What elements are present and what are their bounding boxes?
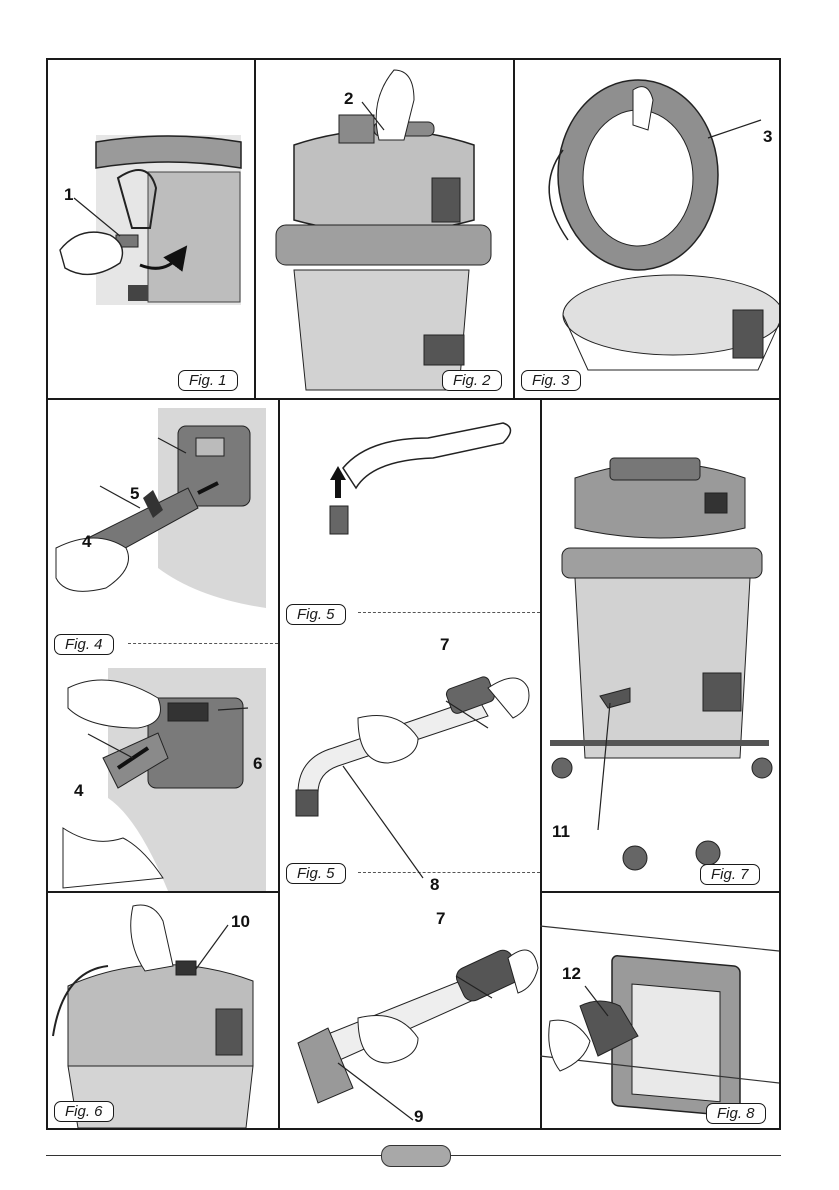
fig5a-brush [330, 506, 348, 534]
fig4a-socket-button [196, 438, 224, 456]
fig1-tank-side [148, 172, 240, 302]
callout-2: 2 [344, 90, 353, 108]
fig7-label: Fig. 7 [700, 864, 760, 885]
fig5b-leader-8 [343, 766, 423, 878]
fig5c-hand-right [508, 950, 538, 993]
fig5b-label: Fig. 5 [286, 863, 346, 884]
fig7-tank [575, 578, 750, 758]
fig4a-hand [56, 538, 129, 591]
fig5b-brush [296, 790, 318, 816]
fig7-caster-front-right [696, 841, 720, 865]
fig8-label: Fig. 8 [706, 1103, 766, 1124]
fig1-illustration [48, 60, 254, 398]
callout-12: 12 [562, 965, 581, 983]
fig1-label: Fig. 1 [178, 370, 238, 391]
panel-fig2: 2 Fig. 2 [254, 60, 513, 398]
fig6-switch-panel [216, 1009, 242, 1055]
fig3-label: Fig. 3 [521, 370, 581, 391]
fig7-inlet [703, 673, 741, 711]
fig7-caster-left [552, 758, 572, 778]
fig8-illustration [540, 891, 779, 1128]
fig8-wall-line-top [540, 926, 779, 951]
fig8-hand [549, 1020, 590, 1071]
fig7-caster-right [752, 758, 772, 778]
panel-fig5: Fig. 5 7 8 Fig. 5 7 9 [278, 398, 540, 1128]
fig7-caster-front-left [623, 846, 647, 870]
callout-5: 5 [130, 485, 139, 503]
panel-fig6: 10 Fig. 6 [48, 891, 278, 1128]
fig5a-crevice-nozzle [343, 423, 511, 488]
fig2-latch [339, 115, 374, 143]
callout-1: 1 [64, 186, 73, 204]
callout-3: 3 [763, 128, 772, 146]
fig6-hand [131, 905, 173, 971]
fig8-socket-face [632, 984, 720, 1102]
fig7-switches [705, 493, 727, 513]
fig6-filter-shaker [176, 961, 196, 975]
panel-fig1: 1 Fig. 1 [48, 60, 254, 398]
illustration-sheet: 1 Fig. 1 2 Fig. 2 3 F [46, 58, 781, 1130]
fig5c-leader-9 [338, 1063, 413, 1120]
page-number-pill [381, 1145, 451, 1167]
fig6-label: Fig. 6 [54, 1101, 114, 1122]
callout-7-top: 7 [440, 636, 449, 654]
fig4b-release-button [168, 703, 208, 721]
fig7-illustration [540, 398, 779, 891]
fig7-clamp-ring [562, 548, 762, 578]
callout-8: 8 [430, 876, 439, 894]
fig2-clamp-ring [276, 225, 491, 265]
fig2-illustration [254, 60, 513, 398]
fig3-inlet [733, 310, 763, 358]
panel-fig8: 12 Fig. 8 [540, 891, 779, 1128]
callout-11: 11 [552, 823, 570, 841]
fig5b-handle [445, 675, 496, 715]
fig5-illustration [278, 398, 540, 1128]
callout-7-bottom: 7 [436, 910, 445, 928]
fig3-leader-3 [708, 120, 761, 138]
fig2-switch-panel [432, 178, 460, 222]
fig2-label: Fig. 2 [442, 370, 502, 391]
fig1-caster [128, 285, 148, 301]
fig3-illustration [513, 60, 779, 398]
callout-9: 9 [414, 1108, 423, 1126]
fig3-filter-center [583, 110, 693, 246]
fig6-leader-10 [196, 925, 228, 969]
panel-fig4: 5 4 Fig. 4 4 6 [48, 398, 278, 891]
callout-4-top: 4 [82, 533, 91, 551]
callout-4-bottom: 4 [74, 782, 83, 800]
panel-fig7: 11 Fig. 7 [540, 398, 779, 891]
panel-fig3: 3 Fig. 3 [513, 60, 779, 398]
fig7-handle [610, 458, 700, 480]
fig5a-label: Fig. 5 [286, 604, 346, 625]
fig4-label: Fig. 4 [54, 634, 114, 655]
callout-10: 10 [231, 913, 250, 931]
fig2-inlet [424, 335, 464, 365]
callout-6: 6 [253, 755, 262, 773]
